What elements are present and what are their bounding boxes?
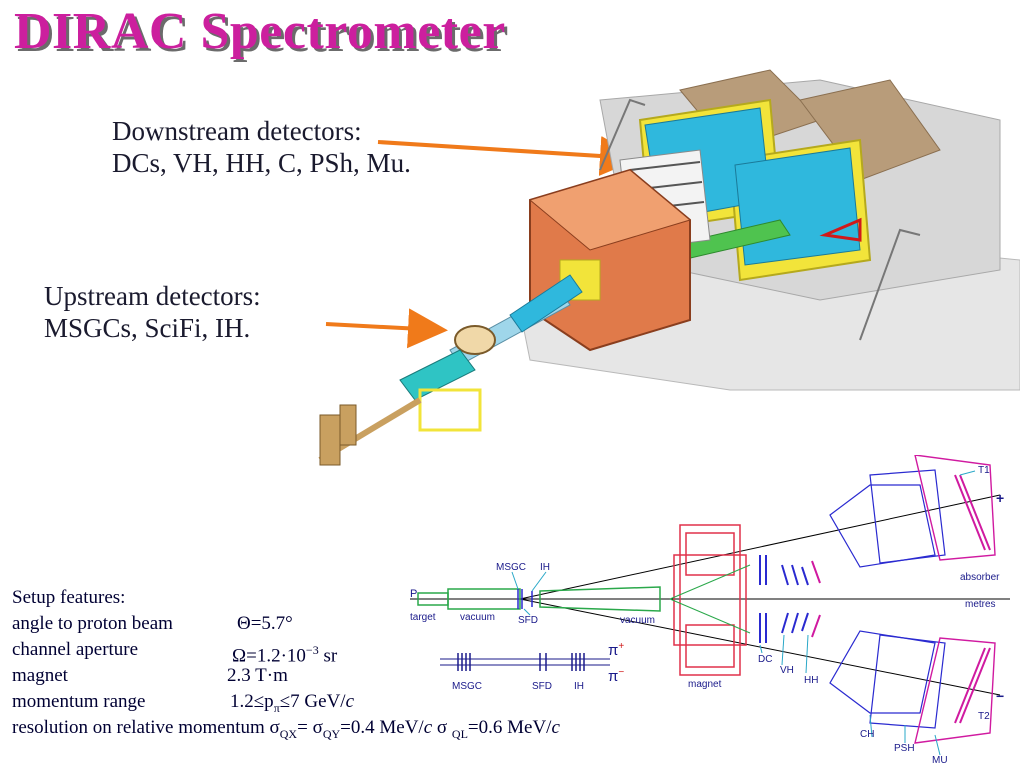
- track-upper: [519, 494, 1001, 600]
- label-T1: T1: [978, 465, 990, 476]
- label-T2: T2: [978, 711, 990, 722]
- label-plus: +: [996, 490, 1004, 506]
- label-metres: metres: [965, 599, 996, 610]
- upstream-callout: Upstream detectors: MSGCs, SciFi, IH.: [44, 280, 261, 344]
- downstream-arrow: [377, 136, 640, 176]
- detector-3d-illustration: [318, 69, 1020, 466]
- muon-outline: [914, 455, 996, 744]
- upstream-heading: Upstream detectors:: [44, 281, 261, 311]
- label-SFD: SFD: [518, 615, 538, 626]
- label-minus: −: [996, 688, 1004, 704]
- cherenkov-block-lower: [734, 147, 861, 266]
- upstream-arrow: [325, 308, 448, 349]
- feature-angle-value: Θ=5.7°: [237, 613, 293, 634]
- inset-label-MSGC: MSGC: [452, 681, 482, 692]
- label-VH: VH: [780, 665, 794, 676]
- label-HH: HH: [804, 675, 818, 686]
- psh-outline: [869, 469, 946, 729]
- label-CH: CH: [860, 729, 874, 740]
- feature-resolution-label: resolution on relative momentum σQX= σQY…: [12, 717, 560, 741]
- upstream-detector-markers: [517, 589, 533, 609]
- label-target: target: [410, 612, 436, 623]
- page-title: DIRAC Spectrometer: [14, 3, 506, 60]
- inset-label-IH: IH: [574, 681, 584, 692]
- cherenkov-outline: [829, 484, 936, 714]
- upstream-detector-ring: [454, 325, 496, 355]
- label-PSH: PSH: [894, 743, 915, 754]
- label-IH: IH: [540, 562, 550, 573]
- feature-momentum-label: momentum range: [12, 691, 146, 712]
- feature-aperture-label: channel aperture: [12, 639, 139, 660]
- downstream-heading: Downstream detectors:: [112, 116, 362, 146]
- label-P: P: [410, 588, 417, 600]
- inset-label-SFD: SFD: [532, 681, 552, 692]
- label-vacuum-2: vacuum: [620, 615, 655, 626]
- inset-label-pi-minus: π−: [608, 667, 624, 685]
- feature-magnet-label: magnet: [12, 665, 68, 686]
- dc-vh-hh-planes: [759, 555, 809, 643]
- spectrometer-schematic: P target vacuum MSGC IH SFD vacuum magne…: [410, 455, 1010, 766]
- label-vacuum-1: vacuum: [460, 612, 495, 623]
- feature-angle-label: angle to proton beam: [12, 613, 173, 634]
- features-heading: Setup features:: [12, 587, 126, 608]
- upstream-list: MSGCs, SciFi, IH.: [44, 313, 251, 343]
- magnet-outline: [673, 524, 747, 676]
- label-MU: MU: [932, 755, 948, 766]
- label-absorber: absorber: [960, 572, 1000, 583]
- downstream-callout: Downstream detectors: DCs, VH, HH, C, PS…: [112, 115, 411, 179]
- feature-momentum-value: 1.2≤pπ≤7 GeV/c: [230, 691, 355, 715]
- label-DC: DC: [758, 654, 772, 665]
- label-MSGC: MSGC: [496, 562, 526, 573]
- feature-aperture-value: Ω=1.2·10−3 sr: [232, 643, 338, 667]
- target-vacuum-pipe: [417, 586, 661, 612]
- label-magnet: magnet: [688, 679, 722, 690]
- inset-label-pi-plus: π+: [608, 641, 624, 659]
- downstream-list: DCs, VH, HH, C, PSh, Mu.: [112, 148, 411, 178]
- upstream-inset: MSGC SFD IH π+ π−: [440, 641, 624, 692]
- feature-magnet-value: 2.3 T·m: [227, 665, 288, 686]
